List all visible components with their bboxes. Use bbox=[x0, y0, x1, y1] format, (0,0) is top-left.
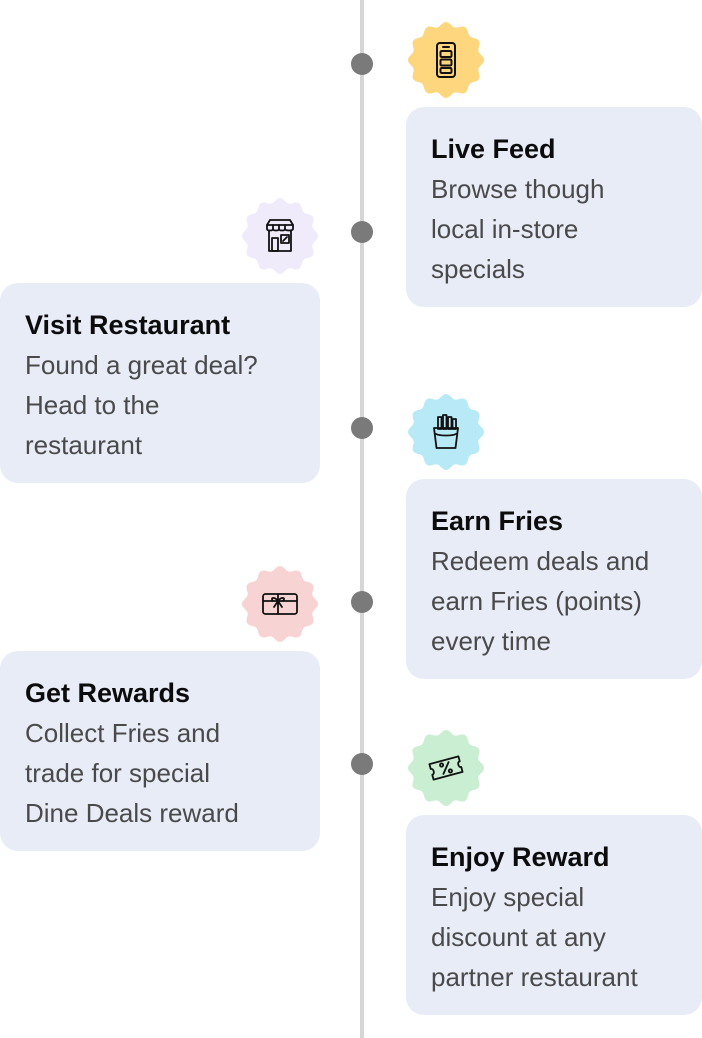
timeline-dot bbox=[351, 53, 373, 75]
store-icon bbox=[266, 219, 294, 252]
step-card-get-rewards: Get Rewards Collect Fries and trade for … bbox=[0, 651, 320, 851]
step-card-earn-fries: Earn Fries Redeem deals and earn Fries (… bbox=[406, 479, 702, 679]
timeline-dot bbox=[351, 753, 373, 775]
step-card-visit-restaurant: Visit Restaurant Found a great deal? Hea… bbox=[0, 283, 320, 483]
phone-icon bbox=[436, 42, 456, 78]
timeline-dot bbox=[351, 417, 373, 439]
step-description: Enjoy special discount at any partner re… bbox=[431, 882, 638, 992]
coupon-icon bbox=[428, 755, 464, 781]
step-description: Collect Fries and trade for special Dine… bbox=[25, 718, 239, 828]
step-description: Browse though local in-store specials bbox=[431, 174, 605, 284]
fries-icon bbox=[433, 414, 459, 449]
gift-card-icon bbox=[262, 593, 298, 615]
step-enjoy-reward-badge bbox=[406, 728, 486, 808]
step-card-live-feed: Live Feed Browse though local in-store s… bbox=[406, 107, 702, 307]
step-title: Enjoy Reward bbox=[431, 842, 610, 872]
step-description: Found a great deal? Head to the restaura… bbox=[25, 350, 258, 460]
step-title: Live Feed bbox=[431, 134, 556, 164]
timeline-dot bbox=[351, 591, 373, 613]
step-title: Visit Restaurant bbox=[25, 310, 231, 340]
timeline-line bbox=[360, 0, 364, 1038]
step-title: Earn Fries bbox=[431, 506, 564, 536]
step-description: Redeem deals and earn Fries (points) eve… bbox=[431, 546, 650, 656]
step-live-feed-badge bbox=[406, 20, 486, 100]
step-visit-restaurant-badge bbox=[240, 196, 320, 276]
timeline-dot bbox=[351, 221, 373, 243]
step-title: Get Rewards bbox=[25, 678, 191, 708]
step-earn-fries-badge bbox=[406, 392, 486, 472]
step-get-rewards-badge bbox=[240, 564, 320, 644]
step-card-enjoy-reward: Enjoy Reward Enjoy special discount at a… bbox=[406, 815, 702, 1015]
